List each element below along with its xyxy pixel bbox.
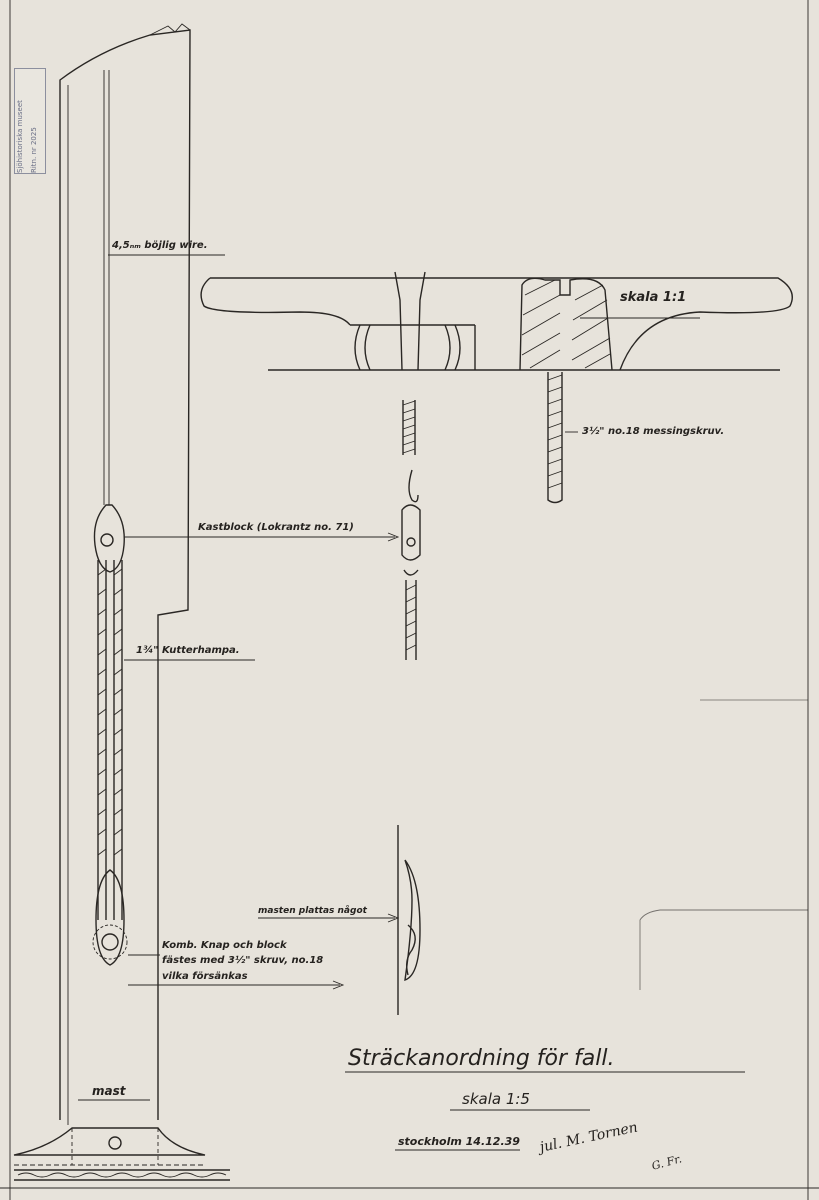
komb-label-2: fästes med 3½" skruv, no.18: [162, 955, 324, 966]
masten-label: masten plattas något: [258, 906, 367, 916]
cleat-scale-label: skala 1:1: [620, 290, 687, 305]
screw-label: 3½" no.18 messingskruv.: [582, 426, 725, 437]
kutterhampa-label: 1¾" Kutterhampa.: [136, 645, 240, 656]
mast-plate-detail: [258, 825, 421, 1015]
mast-broken-top: [149, 23, 191, 36]
hook-detail: [401, 469, 421, 660]
kastblock-on-mast: [93, 504, 400, 573]
cleat-on-mast: [92, 869, 345, 990]
komb-label-3: vilka försänkas: [162, 971, 248, 982]
drawing-scale: skala 1:5: [462, 1090, 530, 1108]
place-date: stockholm 14.12.39: [398, 1135, 520, 1148]
cleat-section: [200, 271, 793, 504]
kastblock-label: Kastblock (Lokrantz no. 71): [198, 522, 354, 533]
komb-label-1: Komb. Knap och block: [162, 940, 287, 951]
stamp-line-1: Sjöhistoriska museet: [16, 100, 24, 173]
mast-foot: [13, 1127, 206, 1156]
archive-stamp: Sjöhistoriska museet Ritn. nr 2025: [14, 68, 46, 174]
stamp-line-2: Ritn. nr 2025: [30, 127, 38, 173]
rope-kutterhampa: [97, 560, 255, 920]
mast-bolt: [108, 1136, 122, 1150]
wire-label: 4,5ₙₘ böjlig wire.: [112, 240, 208, 251]
mast-label: mast: [92, 1084, 126, 1098]
mast: [13, 23, 230, 1181]
cleat-top-outline: [210, 277, 793, 371]
drawing-title: Sträckanordning för fall.: [348, 1046, 615, 1071]
deck-hatching: [17, 1172, 227, 1178]
